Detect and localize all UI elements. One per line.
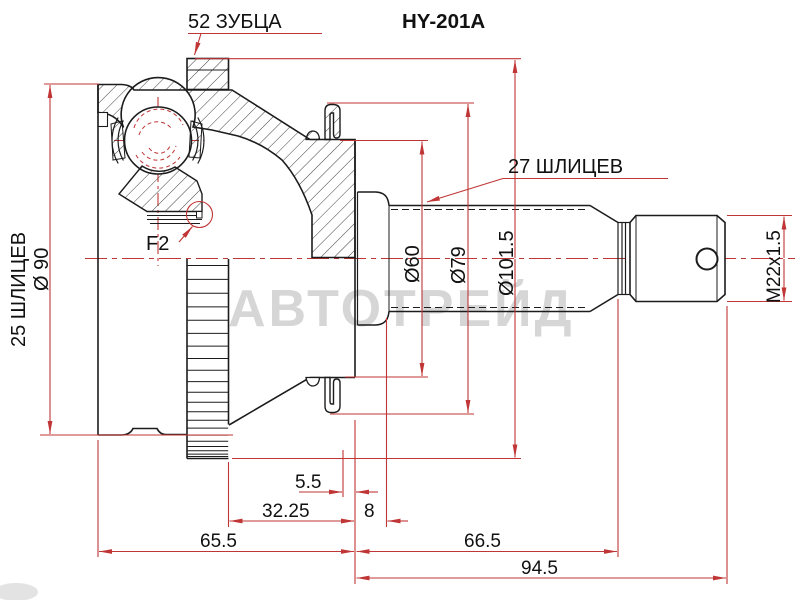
outer-splines-label: 27 ШЛИЦЕВ xyxy=(508,156,623,178)
snap-ring-groove xyxy=(196,211,203,219)
snap-ring-callout-circle xyxy=(185,200,214,229)
abs-ring-section xyxy=(186,57,230,91)
dim-5-5: 5.5 xyxy=(295,472,321,493)
inner-race xyxy=(117,165,203,213)
inner-race-splines xyxy=(147,215,202,224)
dim-thread-label: M22x1.5 xyxy=(764,230,785,303)
ball-sphere-marks xyxy=(133,108,184,169)
snap-ring-label: F2 xyxy=(146,233,169,255)
part-number-label: HY-201A xyxy=(402,10,485,33)
dim-d79-label: Ø79 xyxy=(448,246,470,284)
watermark: АВТОТРЕЙД xyxy=(228,279,575,338)
dimension-lines xyxy=(40,32,792,584)
abs-tone-ring-band xyxy=(186,259,230,460)
boot-groove-flange xyxy=(324,103,341,141)
watermark-blob xyxy=(0,583,38,600)
inner-splines-label: 25 ШЛИЦЕВ xyxy=(8,232,30,347)
teeth-count-label: 52 ЗУБЦА xyxy=(188,11,282,33)
bearing-ball xyxy=(123,106,193,175)
dim-32-25: 32.25 xyxy=(262,501,310,522)
dim-8: 8 xyxy=(364,501,375,522)
tone-ring-teeth xyxy=(187,265,229,457)
dim-d101-label: Ø101.5 xyxy=(496,230,518,296)
bell-housing-section xyxy=(97,57,356,259)
dim-94-5: 94.5 xyxy=(521,558,558,579)
cotter-pin-hole xyxy=(695,247,719,271)
threaded-end xyxy=(629,214,726,303)
dim-d90-label: Ø 90 xyxy=(31,248,53,291)
thread-relief-neck xyxy=(617,221,630,296)
dim-65-5: 65.5 xyxy=(200,531,237,552)
dim-d60-label: Ø60 xyxy=(402,245,424,283)
dim-66-5: 66.5 xyxy=(464,531,501,552)
